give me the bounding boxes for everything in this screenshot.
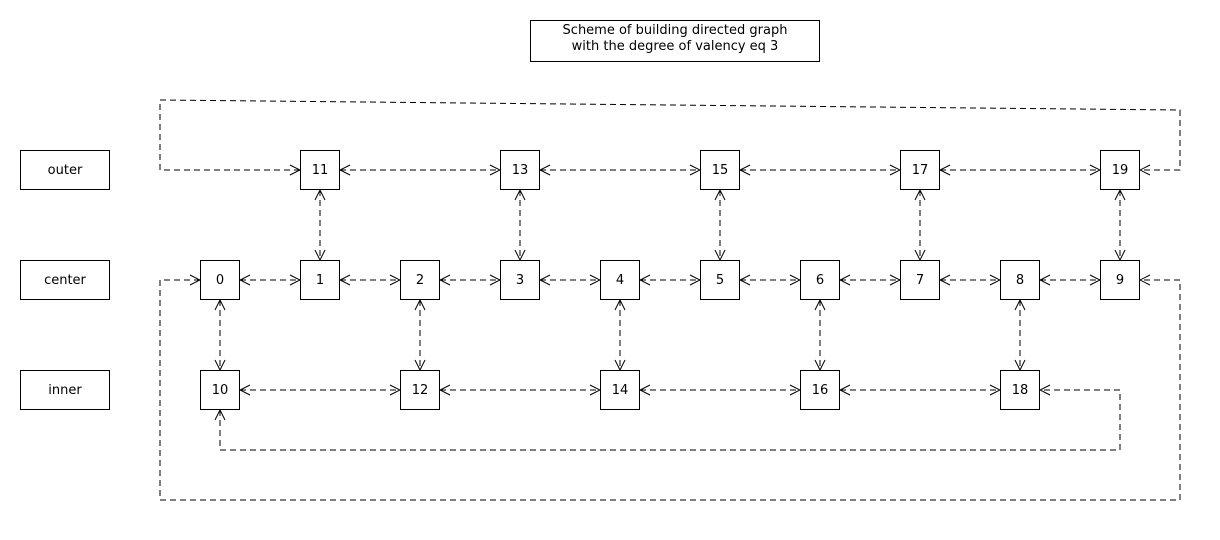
node-18: 18 (1000, 370, 1040, 410)
node-6: 6 (800, 260, 840, 300)
node-5: 5 (700, 260, 740, 300)
node-9: 9 (1100, 260, 1140, 300)
row-label-center: center (20, 260, 110, 300)
node-16: 16 (800, 370, 840, 410)
node-17: 17 (900, 150, 940, 190)
node-15: 15 (700, 150, 740, 190)
diagram-title: Scheme of building directed graph with t… (530, 20, 820, 62)
node-3: 3 (500, 260, 540, 300)
edges-layer (159, 99, 1181, 501)
title-line-1: Scheme of building directed graph (562, 23, 788, 38)
row-label-outer: outer (20, 150, 110, 190)
node-19: 19 (1100, 150, 1140, 190)
edge-10-18 (220, 390, 1121, 451)
node-14: 14 (600, 370, 640, 410)
node-13: 13 (500, 150, 540, 190)
node-8: 8 (1000, 260, 1040, 300)
node-0: 0 (200, 260, 240, 300)
node-11: 11 (300, 150, 340, 190)
title-line-2: with the degree of valency eq 3 (571, 39, 779, 54)
node-12: 12 (400, 370, 440, 410)
edge-0-9 (159, 280, 1181, 501)
edge-11-19 (159, 99, 1181, 170)
node-10: 10 (200, 370, 240, 410)
node-7: 7 (900, 260, 940, 300)
node-4: 4 (600, 260, 640, 300)
node-2: 2 (400, 260, 440, 300)
row-label-inner: inner (20, 370, 110, 410)
node-1: 1 (300, 260, 340, 300)
